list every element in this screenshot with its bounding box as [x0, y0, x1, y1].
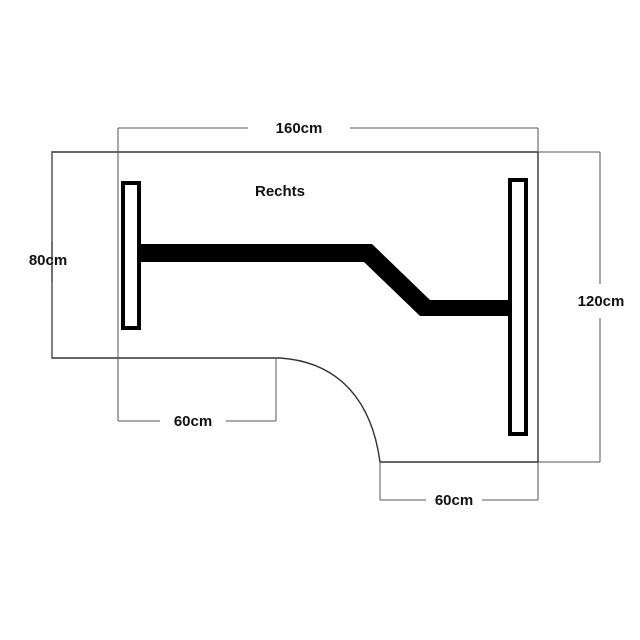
dim-total-width: 160cm [276, 120, 323, 137]
crossbeam [139, 244, 510, 316]
left-leg [121, 181, 141, 330]
dimension-lines [51, 127, 601, 501]
desk-frame [121, 178, 528, 436]
dim-bottom-left-width: 60cm [174, 413, 212, 430]
side-label: Rechts [255, 183, 305, 200]
desk-outline [51, 151, 539, 463]
dim-bottom-right-width: 60cm [435, 492, 473, 509]
right-leg [508, 178, 528, 436]
dim-left-depth: 80cm [29, 252, 67, 269]
dim-right-depth: 120cm [578, 293, 625, 310]
